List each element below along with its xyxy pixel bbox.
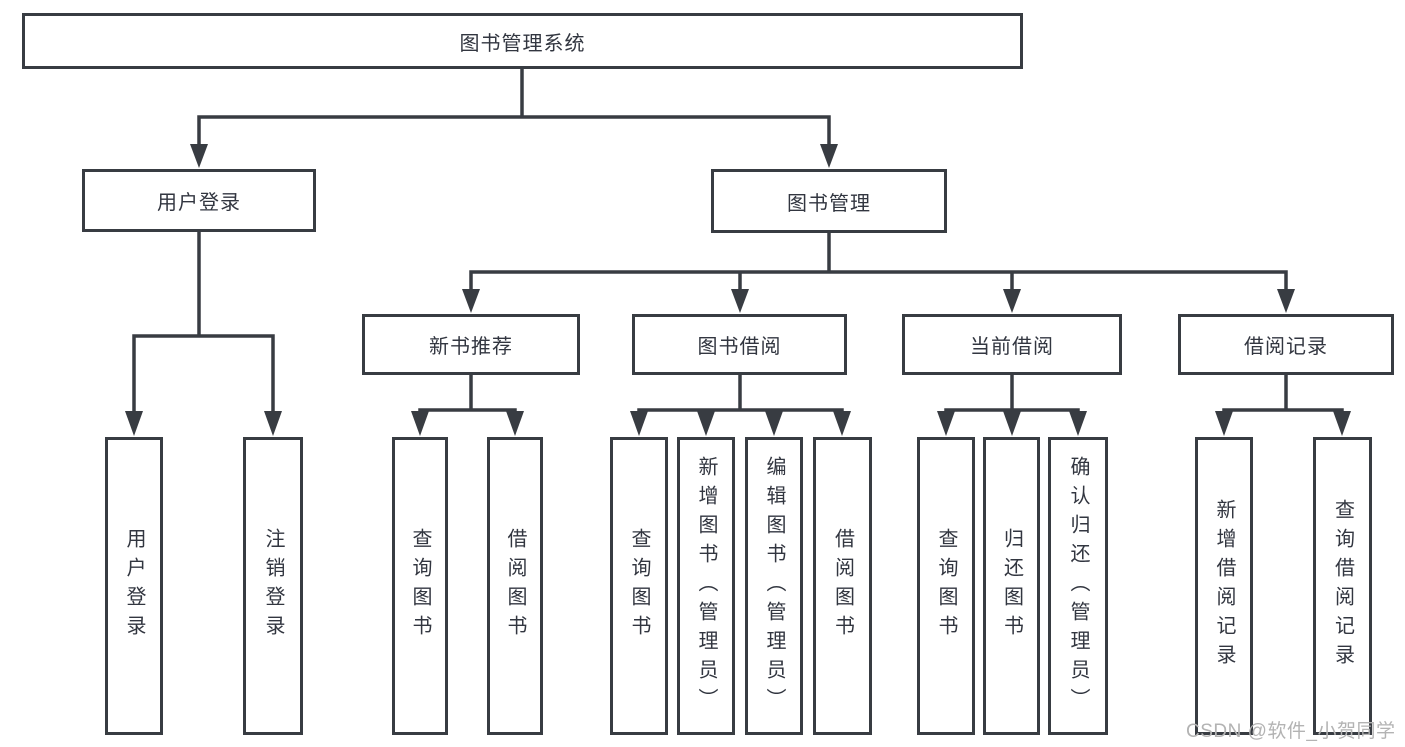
node-user-login-label: 用户登录 — [157, 192, 241, 214]
node-book-management: 图书管理 — [711, 169, 947, 233]
connector-bookborrow-distributor — [637, 408, 844, 414]
leaf-user-login: 用户登录 — [105, 437, 163, 735]
node-book-management-label: 图书管理 — [787, 192, 871, 215]
arrowheads — [125, 144, 1351, 436]
connector-root-distributor — [197, 115, 831, 146]
node-current-borrow: 当前借阅 — [902, 314, 1122, 375]
node-new-book-recommend-label: 新书推荐 — [429, 336, 513, 358]
leaf-logout: 注销登录 — [243, 437, 303, 735]
leaf-borrow-query-books: 查询图书 — [610, 437, 668, 735]
leaf-record-add: 新增借阅记录 — [1195, 437, 1253, 735]
connector-newbook-distributor — [418, 408, 517, 414]
connector-level3-distributor — [469, 270, 1288, 292]
leaf-current-confirm-return: 确认归还（管理员） — [1048, 437, 1108, 735]
node-root-label: 图书管理系统 — [459, 32, 586, 55]
connector-borrowrecord-distributor — [1222, 408, 1344, 414]
node-user-login: 用户登录 — [82, 169, 316, 232]
leaf-recommend-query-books: 查询图书 — [392, 437, 448, 735]
node-borrow-record: 借阅记录 — [1178, 314, 1394, 375]
leaf-current-query-books: 查询图书 — [917, 437, 975, 735]
node-new-book-recommend: 新书推荐 — [362, 314, 580, 375]
node-book-borrow: 图书借阅 — [632, 314, 847, 375]
leaf-borrow-edit-books: 编辑图书（管理员） — [745, 437, 803, 735]
leaf-borrow-borrow-books: 借阅图书 — [813, 437, 872, 735]
node-current-borrow-label: 当前借阅 — [970, 336, 1054, 358]
node-root: 图书管理系统 — [22, 13, 1023, 69]
node-book-borrow-label: 图书借阅 — [697, 336, 782, 358]
connector-userlogin-distributor — [132, 334, 275, 413]
leaf-record-query: 查询借阅记录 — [1313, 437, 1372, 735]
leaf-current-return-books: 归还图书 — [983, 437, 1040, 735]
csdn-watermark: CSDN @软件_小贺同学 — [1186, 721, 1396, 742]
leaf-borrow-add-books: 新增图书（管理员） — [677, 437, 735, 735]
node-borrow-record-label: 借阅记录 — [1244, 336, 1328, 358]
leaf-recommend-borrow-books: 借阅图书 — [487, 437, 543, 735]
